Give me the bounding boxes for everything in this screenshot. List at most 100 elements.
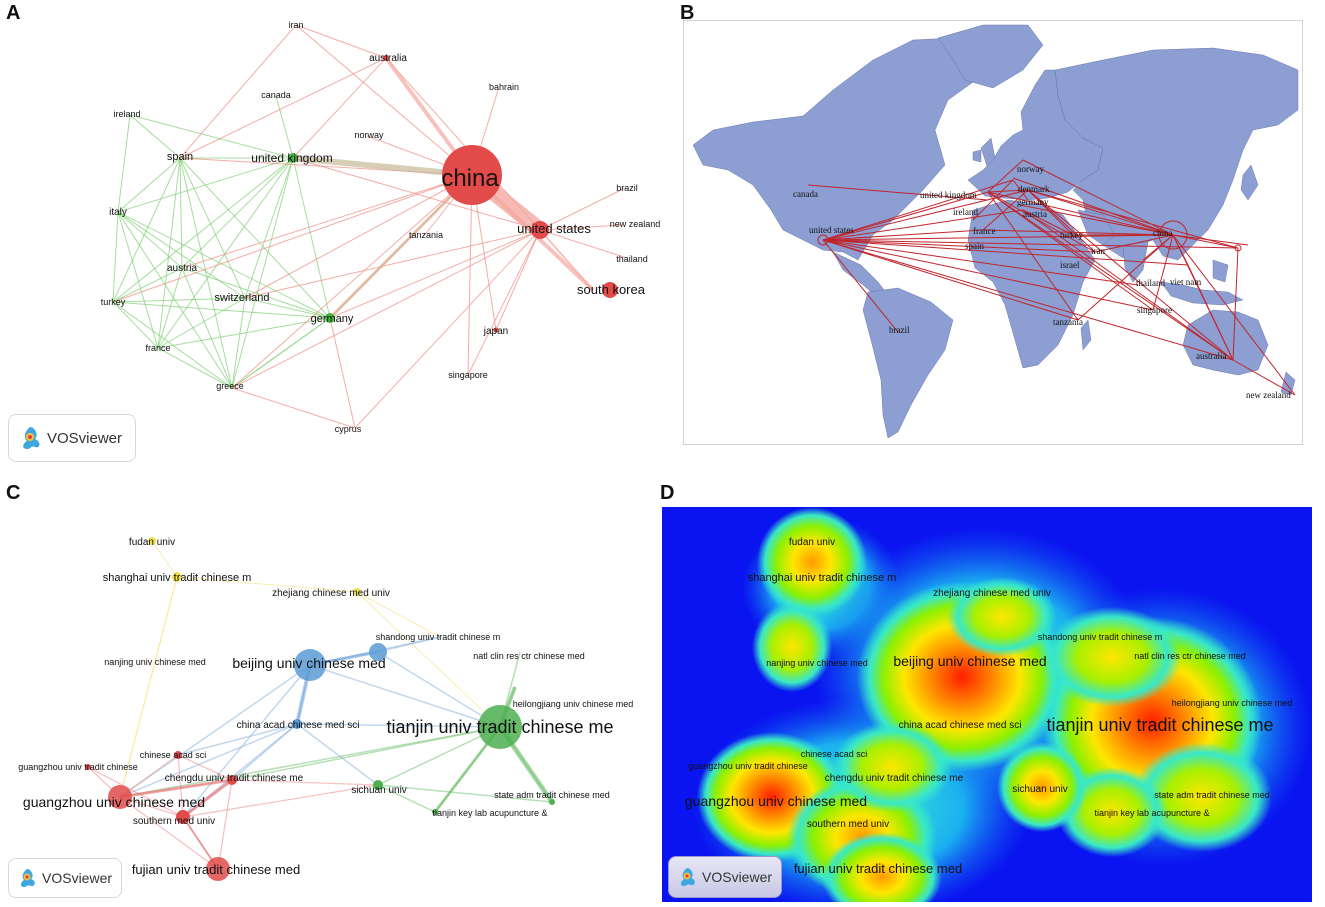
vosviewer-logo-icon — [680, 868, 695, 886]
label-austria: austria — [167, 263, 197, 274]
map-node-china[interactable] — [1158, 220, 1188, 250]
label-canada: canada — [261, 90, 291, 100]
label-australia: australia — [369, 53, 407, 64]
label-brazil: brazil — [616, 183, 638, 193]
inst-label-guangzhou: guangzhou univ chinese med — [23, 794, 205, 810]
inst-node-tianjin-key[interactable] — [432, 809, 438, 815]
dens-label-zhejiang: zhejiang chinese med univ — [933, 588, 1051, 599]
dens-label-shanghai: shanghai univ tradit chinese m — [748, 572, 897, 584]
label-italy: italy — [109, 207, 127, 218]
inst-label-china-acad: china acad chinese med sci — [237, 720, 360, 731]
panel-label-d: D — [660, 482, 675, 504]
vosviewer-badge-d: VOSviewer — [668, 856, 782, 898]
label-south-korea: south korea — [577, 282, 646, 297]
inst-label-beijing: beijing univ chinese med — [232, 655, 385, 671]
map-label-thailand: thailand — [1136, 278, 1165, 288]
inst-node-zhejiang[interactable] — [353, 588, 361, 596]
label-france: france — [145, 343, 170, 353]
vosviewer-logo-icon — [20, 869, 35, 887]
map-node-south-korea[interactable] — [1234, 244, 1242, 252]
label-germany: germany — [311, 313, 354, 325]
dens-label-tianjin: tianjin univ tradit chinese me — [1046, 715, 1273, 735]
map-label-canada: canada — [793, 189, 818, 199]
label-china: china — [441, 165, 499, 192]
map-label-israel: israel — [1060, 260, 1080, 270]
vosviewer-logo-icon — [23, 427, 40, 449]
inst-node-guangzhou[interactable] — [108, 785, 132, 809]
dens-label-fudan: fudan univ — [789, 537, 835, 548]
network-nodes — [288, 55, 618, 333]
inst-label-nanjing: nanjing univ chinese med — [104, 657, 206, 667]
inst-node-shanghai[interactable] — [172, 572, 182, 582]
map-label-viet-nam: viet nam — [1170, 277, 1201, 287]
map-label-france: france — [973, 226, 995, 236]
inst-label-state-adm: state adm tradit chinese med — [494, 790, 610, 800]
inst-label-tianjin-key: tianjin key lab acupuncture & — [432, 808, 547, 818]
node-australia[interactable] — [383, 55, 389, 61]
dens-label-beijing: beijing univ chinese med — [893, 653, 1046, 669]
map-node-united-states[interactable] — [817, 234, 829, 246]
dens-label-china-acad: china acad chinese med sci — [899, 720, 1022, 731]
map-label-norway: norway — [1017, 164, 1044, 174]
inst-node-chinese-acad[interactable] — [174, 751, 182, 759]
label-united-states: united states — [517, 221, 591, 236]
dens-label-fujian: fujian univ tradit chinese med — [794, 861, 962, 876]
node-south-korea[interactable] — [602, 282, 618, 298]
institution-labels: fudan univ shanghai univ tradit chinese … — [18, 537, 633, 877]
vosviewer-badge-c: VOSviewer — [8, 858, 122, 898]
label-new-zealand: new zealand — [610, 219, 660, 229]
inst-label-shandong: shandong univ tradit chinese m — [376, 632, 501, 642]
dens-label-chinese-acad: chinese acad sci — [801, 749, 868, 759]
panel-label-b: B — [680, 2, 695, 24]
density-peaks — [697, 507, 1272, 902]
map-label-united-kingdom: united kingdom — [920, 190, 977, 200]
map-label-brazil: brazil — [889, 325, 910, 335]
node-united-states[interactable] — [531, 221, 549, 239]
institution-network: fudan univ shanghai univ tradit chinese … — [18, 537, 633, 881]
inst-node-fudan[interactable] — [148, 537, 156, 545]
inst-node-fujian[interactable] — [206, 857, 230, 881]
inst-node-guangzhou-tradit[interactable] — [85, 764, 91, 770]
label-japan: japan — [483, 326, 508, 337]
label-cyprus: cyprus — [335, 424, 362, 434]
vosviewer-text-d: VOSviewer — [702, 869, 773, 885]
inst-node-tianjin[interactable] — [478, 705, 522, 749]
map-labels: canada united states brazil united kingd… — [793, 164, 1291, 400]
dens-label-heilongjiang: heilongjiang univ chinese med — [1172, 698, 1293, 708]
label-thailand: thailand — [616, 254, 648, 264]
label-ireland: ireland — [113, 109, 140, 119]
inst-label-sichuan: sichuan univ — [351, 785, 407, 796]
label-norway: norway — [354, 130, 384, 140]
map-label-new-zealand: new zealand — [1246, 390, 1291, 400]
node-labels: china united states south korea united k… — [101, 20, 660, 434]
dens-label-shandong: shandong univ tradit chinese m — [1038, 632, 1163, 642]
map-label-united-states: united states — [809, 225, 854, 235]
inst-node-shandong[interactable] — [369, 643, 387, 661]
inst-label-shanghai: shanghai univ tradit chinese m — [103, 572, 252, 584]
map-label-spain: spain — [965, 241, 984, 251]
inst-label-natl: natl clin res ctr chinese med — [473, 651, 585, 661]
label-switzerland: switzerland — [214, 292, 269, 304]
inst-node-state-adm[interactable] — [549, 799, 555, 805]
map-label-austria: austria — [1023, 209, 1047, 219]
node-japan[interactable] — [493, 327, 499, 333]
institution-nodes — [85, 537, 555, 881]
inst-node-china-acad[interactable] — [292, 719, 302, 729]
map-label-iran: iran — [1091, 246, 1105, 256]
label-turkey: turkey — [101, 297, 126, 307]
inst-label-zhejiang: zhejiang chinese med univ — [272, 588, 390, 599]
inst-node-sichuan[interactable] — [373, 780, 383, 790]
inst-node-beijing[interactable] — [294, 649, 326, 681]
map-label-germany: germany — [1017, 197, 1049, 207]
collaboration-world-map: canada united states brazil united kingd… — [683, 20, 1303, 445]
inst-node-southern[interactable] — [176, 810, 190, 824]
inst-label-fujian: fujian univ tradit chinese med — [132, 862, 300, 877]
inst-node-chengdu[interactable] — [227, 775, 237, 785]
network-edges — [112, 24, 628, 429]
country-network: china united states south korea united k… — [101, 20, 660, 434]
dens-label-guangzhou: guangzhou univ chinese med — [685, 793, 867, 809]
node-united-kingdom[interactable] — [288, 153, 298, 163]
inst-label-fudan: fudan univ — [129, 537, 175, 548]
node-germany[interactable] — [325, 313, 335, 323]
node-china[interactable] — [442, 145, 502, 205]
